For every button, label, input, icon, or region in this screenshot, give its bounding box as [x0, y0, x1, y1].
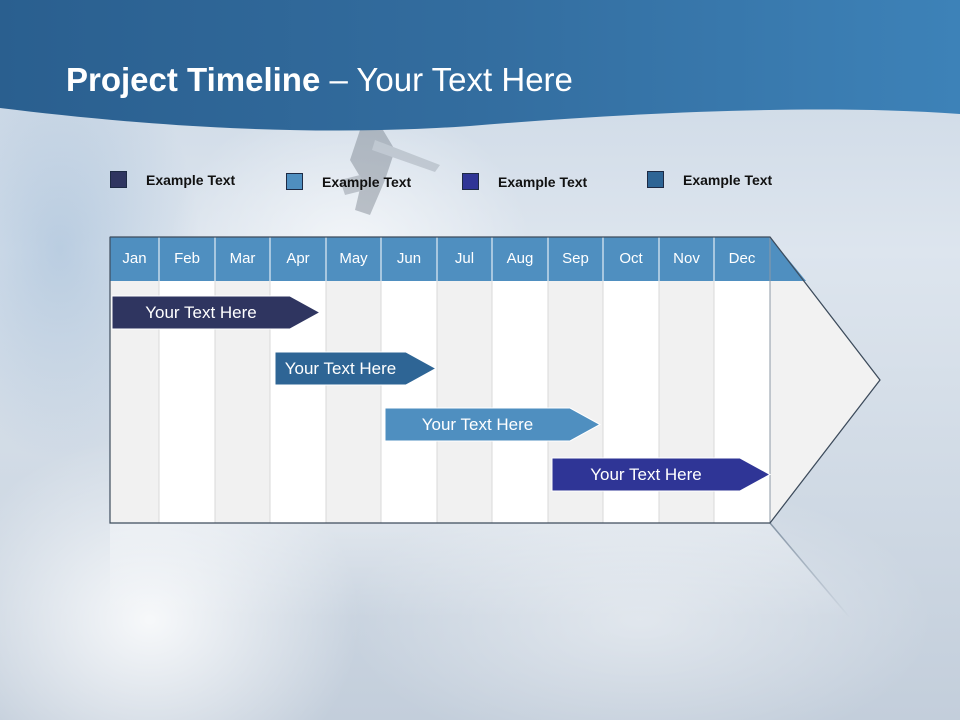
legend-swatch [286, 173, 303, 190]
legend-swatch [462, 173, 479, 190]
title-bold: Project Timeline [66, 61, 321, 98]
reflection-edge [769, 522, 851, 619]
task-label: Your Text Here [284, 359, 397, 378]
legend-label: Example Text [498, 173, 588, 190]
month-header-cell [110, 237, 159, 281]
month-label: Aug [506, 250, 534, 267]
task-arrow [274, 351, 438, 386]
month-label: Jul [454, 250, 475, 267]
legend-label: Example Text [683, 171, 773, 188]
month-column [437, 281, 492, 523]
month-column [381, 281, 437, 523]
month-label: Sep [562, 250, 589, 267]
month-label: Apr [286, 250, 310, 267]
month-header-cell [548, 237, 603, 281]
month-header-cell [270, 237, 326, 281]
task-label: Your Text Here [145, 303, 257, 322]
legend-item: Example Text [286, 173, 411, 190]
task-label: Your Text Here [421, 415, 534, 434]
task-arrow [384, 407, 602, 442]
month-column [492, 281, 548, 523]
month-header-cell [381, 237, 437, 281]
month-label: Dec [728, 250, 756, 267]
legend-label: Example Text [146, 171, 236, 188]
task-arrow [551, 457, 772, 492]
month-label: Jan [122, 250, 147, 267]
month-header-cell [159, 237, 215, 281]
month-label: Mar [229, 250, 256, 267]
month-header-cell [659, 237, 714, 281]
month-header-cell [492, 237, 548, 281]
task-label: Your Text Here [590, 465, 702, 484]
legend-label: Example Text [322, 173, 412, 190]
header-band [0, 0, 960, 131]
legend-item: Example Text [647, 171, 772, 188]
month-header-cell [603, 237, 659, 281]
legend-swatch [647, 171, 664, 188]
title-rest: – Your Text Here [320, 61, 573, 98]
legend-item: Example Text [110, 171, 235, 188]
month-header-cell [326, 237, 381, 281]
month-label: Jun [396, 250, 422, 267]
legend-swatch [110, 171, 127, 188]
timeline-outline [109, 236, 881, 524]
month-label: Oct [619, 250, 643, 267]
timeline-reflection [110, 523, 850, 618]
legend-item: Example Text [462, 173, 587, 190]
month-label: May [339, 250, 368, 267]
month-header-cell [215, 237, 270, 281]
snowboarder-image [340, 125, 440, 215]
month-header-cell [437, 237, 492, 281]
slide-title: Project Timeline – Your Text Here [66, 58, 573, 102]
month-label: Feb [174, 250, 200, 267]
month-label: Nov [673, 250, 700, 267]
task-arrow [111, 295, 322, 330]
month-header-cell [714, 237, 770, 281]
month-column [326, 281, 381, 523]
